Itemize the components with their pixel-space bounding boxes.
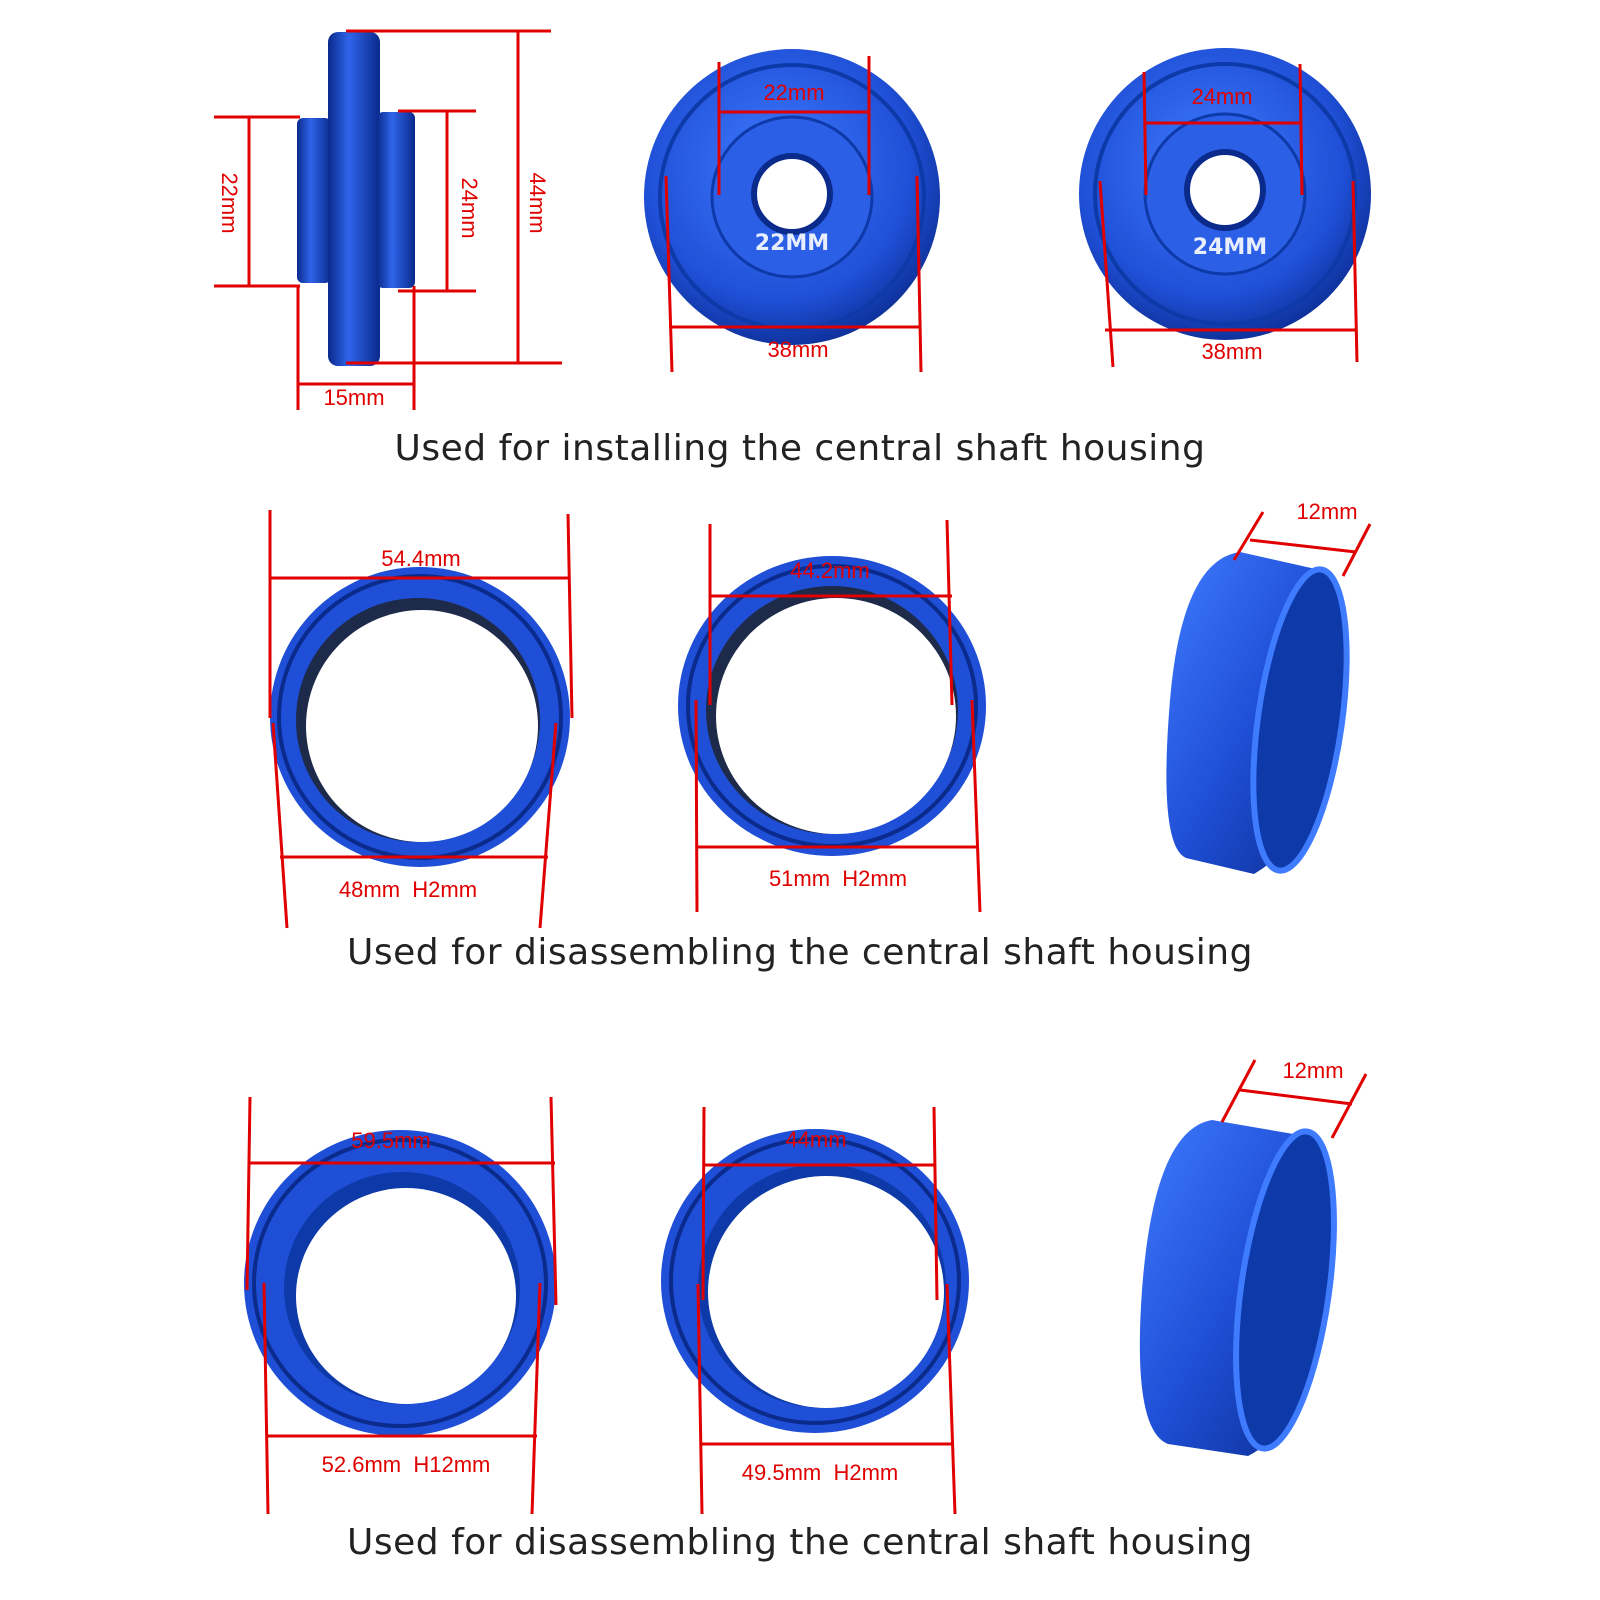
- engraving-22mm: 22MM: [755, 231, 829, 256]
- ring-bore: [708, 1176, 944, 1408]
- caption-disassembling-2: Used for disassembling the central shaft…: [347, 1522, 1253, 1563]
- ring-44: 44mm 49.5mm H2mm: [661, 1106, 969, 1515]
- sleeve-12mm-a: 12mm: [1166, 499, 1372, 874]
- dim-label-12mm-b: 12mm: [1282, 1058, 1343, 1083]
- ring-bore: [306, 610, 538, 842]
- ring-44-2: 44.2mm 51mm H2mm: [678, 519, 986, 913]
- ring-bore: [716, 598, 956, 834]
- caption-installing: Used for installing the central shaft ho…: [394, 428, 1206, 469]
- installer-hub-right: [377, 112, 415, 288]
- dim-label-38mm-disc2: 38mm: [1201, 339, 1262, 364]
- section-disassembling-1: 54.4mm 48mm H2mm 44.2mm 51mm H2mm: [268, 499, 1372, 929]
- dim-label-24mm-disc: 24mm: [1191, 84, 1252, 109]
- sleeve-rim: [1233, 1128, 1337, 1452]
- ring-bore: [296, 1188, 516, 1404]
- disc-bore: [751, 153, 833, 235]
- dim-label-44mm-side: 44mm: [525, 172, 550, 233]
- installer-disc-22: 22MM 22mm 38mm: [644, 49, 940, 373]
- dim-label-44mm: 44mm: [785, 1127, 846, 1152]
- dim-label-12mm-a: 12mm: [1296, 499, 1357, 524]
- dim-label-49-5mm-h2mm: 49.5mm H2mm: [742, 1460, 898, 1485]
- installer-side-profile: 22mm 24mm 44mm 15mm: [214, 29, 562, 410]
- dim-label-24mm-side: 24mm: [457, 177, 482, 238]
- installer-disc-24: 24MM 24mm 38mm: [1079, 48, 1371, 368]
- engraving-24mm: 24MM: [1193, 235, 1267, 260]
- dim-label-22mm-disc: 22mm: [763, 80, 824, 105]
- dim-label-44-2mm: 44.2mm: [790, 558, 869, 583]
- caption-disassembling-1: Used for disassembling the central shaft…: [347, 932, 1253, 973]
- ring-59-5: 59.5mm 52.6mm H12mm: [244, 1096, 558, 1515]
- dim-label-52-6mm-h12mm: 52.6mm H12mm: [322, 1452, 491, 1477]
- dim-label-38mm-disc1: 38mm: [767, 337, 828, 362]
- dim-label-15mm: 15mm: [323, 385, 384, 410]
- section-installing: 22mm 24mm 44mm 15mm 22MM 22mm 38mm: [214, 29, 1371, 410]
- installer-hub-left: [297, 118, 331, 283]
- dim-label-59-5mm: 59.5mm: [351, 1128, 430, 1153]
- ring-54-4: 54.4mm 48mm H2mm: [268, 510, 574, 929]
- dim-label-48mm-h2mm: 48mm H2mm: [339, 877, 477, 902]
- section-disassembling-2: 59.5mm 52.6mm H12mm 44mm 49.5mm H2mm: [244, 1058, 1368, 1515]
- installer-flange: [328, 32, 380, 366]
- sleeve-rim: [1250, 566, 1350, 874]
- dim-label-51mm-h2mm: 51mm H2mm: [769, 866, 907, 891]
- disc-bore: [1184, 149, 1266, 231]
- dim-label-22mm-side: 22mm: [217, 172, 242, 233]
- side-dimension-lines: [214, 29, 562, 410]
- sleeve-12mm-b: 12mm: [1139, 1058, 1368, 1456]
- dim-label-54-4mm: 54.4mm: [381, 546, 460, 571]
